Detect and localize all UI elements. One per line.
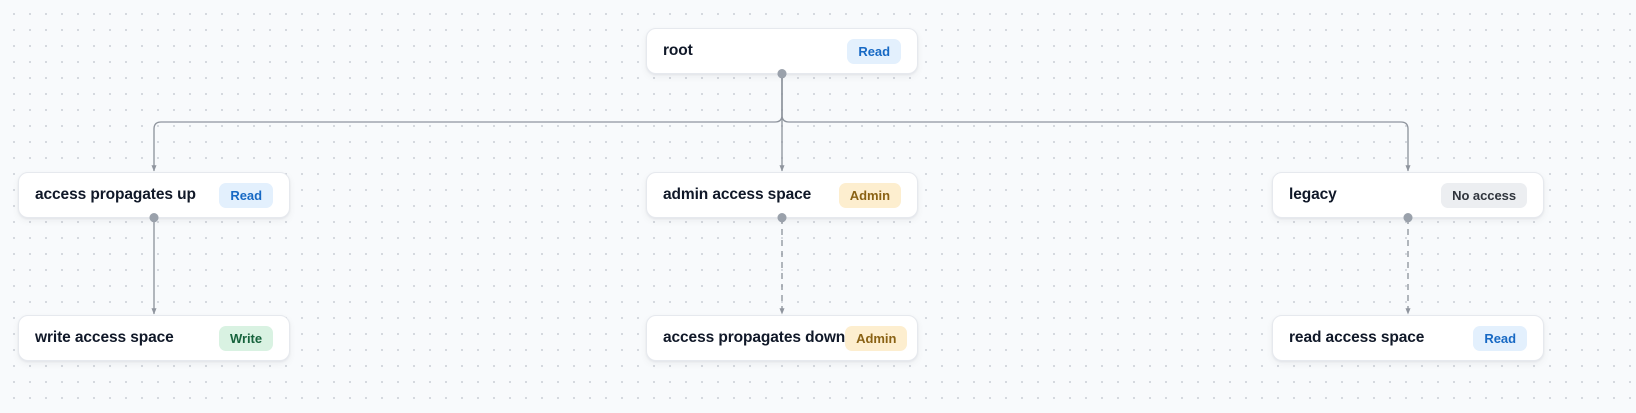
permission-badge-read: Read	[1473, 325, 1527, 351]
node-read-access-space[interactable]: read access space Read	[1272, 315, 1544, 361]
node-write-access-space[interactable]: write access space Write	[18, 315, 290, 361]
node-label: write access space	[35, 329, 174, 346]
permission-badge-write: Write	[218, 325, 273, 351]
node-label: read access space	[1289, 329, 1425, 346]
permission-badge-read: Read	[847, 38, 901, 64]
node-label: root	[663, 42, 693, 59]
permission-badge-none: No access	[1441, 182, 1527, 208]
edge-root-to-legacy[interactable]	[781, 74, 1411, 172]
node-root[interactable]: root Read	[646, 28, 918, 78]
source-handle-dot[interactable]	[1403, 213, 1413, 222]
node-label: legacy	[1289, 186, 1337, 203]
edge-root-to-up[interactable]	[151, 74, 783, 172]
node-label: admin access space	[663, 186, 812, 203]
permission-badge-admin: Admin	[845, 325, 908, 351]
permission-badge-read: Read	[219, 182, 273, 208]
source-handle-dot[interactable]	[777, 213, 787, 222]
node-label: access propagates down	[663, 329, 846, 346]
node-admin-access-space[interactable]: admin access space Admin	[646, 172, 918, 222]
source-handle-dot[interactable]	[777, 69, 787, 78]
permission-badge-admin: Admin	[838, 182, 901, 208]
node-legacy[interactable]: legacy No access	[1272, 172, 1544, 222]
node-access-propagates-up[interactable]: access propagates up Read	[18, 172, 290, 222]
source-handle-dot[interactable]	[149, 213, 159, 222]
node-label: access propagates up	[35, 186, 196, 203]
